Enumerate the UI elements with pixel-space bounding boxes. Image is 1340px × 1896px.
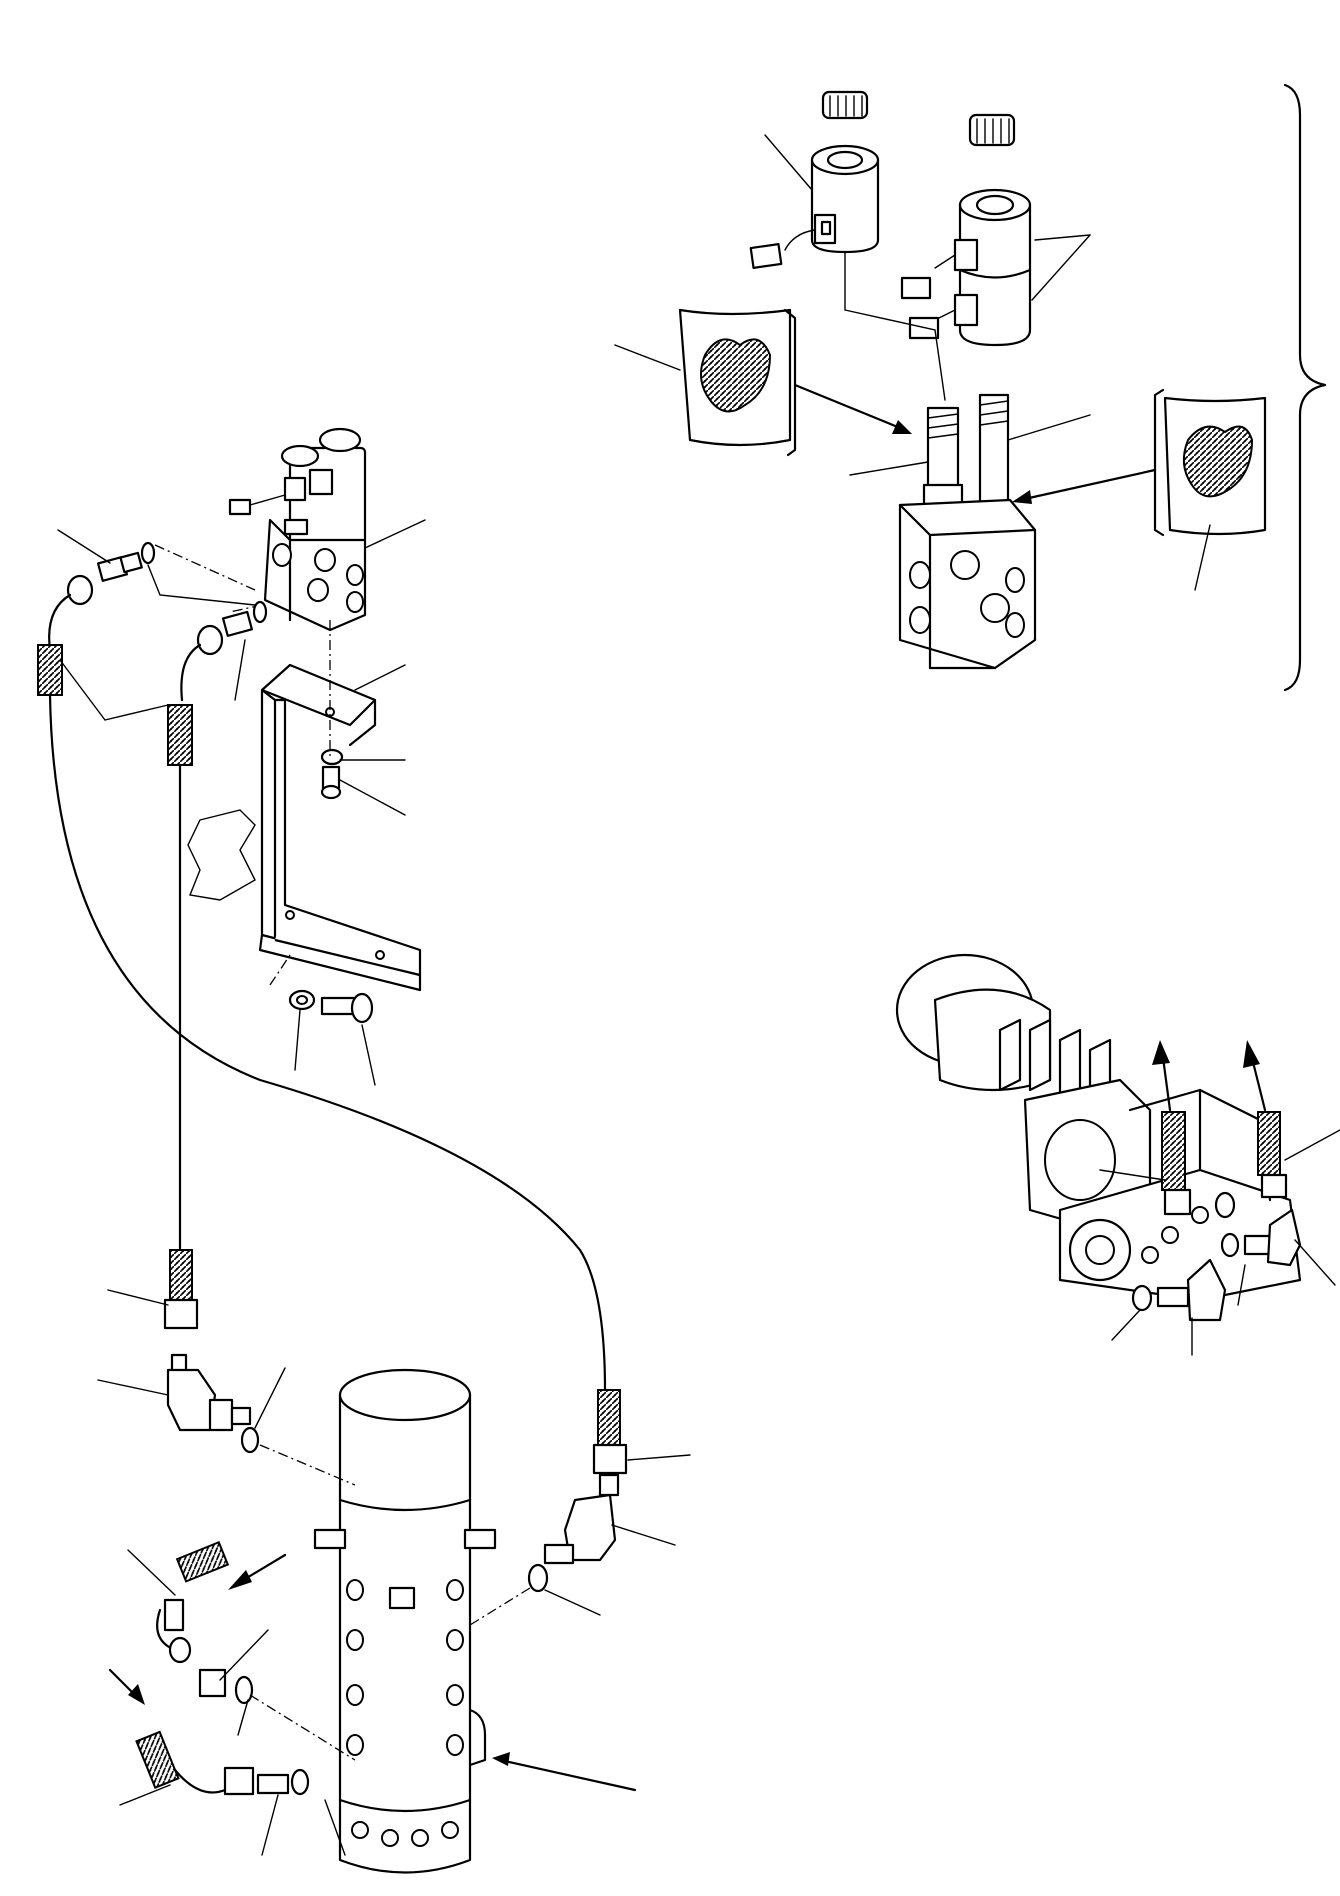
swivel-joint-group bbox=[97, 1249, 691, 1874]
valve-cap-right bbox=[968, 113, 1016, 147]
bracket-bolt-lower bbox=[288, 989, 374, 1024]
solenoid-coil-single bbox=[749, 144, 880, 269]
detail-brace bbox=[1283, 83, 1327, 692]
bracket-bolt-upper bbox=[320, 748, 344, 800]
swivel-fitting-top-left bbox=[163, 1249, 260, 1454]
hose-end-left bbox=[37, 593, 72, 696]
hose-fitting-upper-left bbox=[66, 541, 156, 606]
sealant-packet-right bbox=[1153, 388, 1267, 537]
pump-hose-right bbox=[1243, 1040, 1288, 1199]
pump-fitting-right bbox=[1220, 1208, 1302, 1267]
pump-hose-left bbox=[1152, 1040, 1192, 1216]
hose-fitting-upper-right bbox=[196, 600, 268, 656]
swivel-hose-bottom-left bbox=[135, 1730, 310, 1796]
sealant-packet-left bbox=[678, 308, 797, 457]
hose-end-right bbox=[167, 643, 202, 766]
swivel-hose-mid-left bbox=[156, 1540, 254, 1705]
valve-stem-left bbox=[922, 406, 964, 510]
valve-manifold-block bbox=[898, 498, 1037, 670]
pump-fitting-left bbox=[1131, 1191, 1236, 1322]
swivel-fitting-right bbox=[527, 1389, 628, 1593]
valve-cap-left bbox=[821, 90, 869, 120]
solenoid-valve-small bbox=[228, 427, 367, 632]
hose-long-a bbox=[48, 693, 607, 1392]
valve-detail-group bbox=[614, 83, 1327, 692]
swivel-joint-body bbox=[313, 1368, 497, 1874]
solenoid-coil-double bbox=[900, 188, 1032, 347]
pump-body bbox=[895, 953, 1302, 1302]
valve-assembly-group bbox=[37, 427, 607, 1392]
mounting-bracket bbox=[258, 663, 422, 992]
pump-assembly-group bbox=[895, 953, 1340, 1356]
